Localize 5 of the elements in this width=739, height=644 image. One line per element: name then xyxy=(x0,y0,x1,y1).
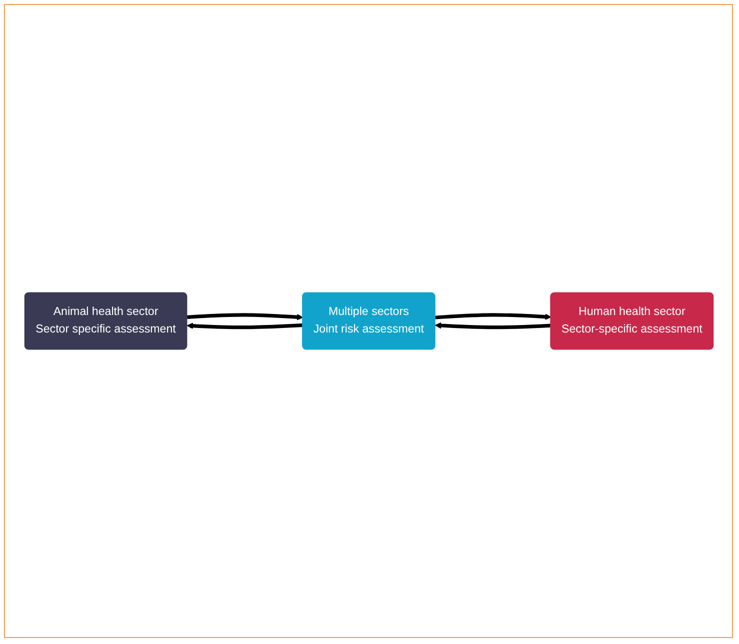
frame-border: Animal health sector Sector specific assessment Multiple sectors Joint risk assessment Human health sector Sector-specific assessment xyxy=(4,4,733,638)
arrow xyxy=(186,313,303,320)
arrow xyxy=(186,322,302,330)
arrow xyxy=(434,322,551,330)
arrow xyxy=(434,313,551,320)
